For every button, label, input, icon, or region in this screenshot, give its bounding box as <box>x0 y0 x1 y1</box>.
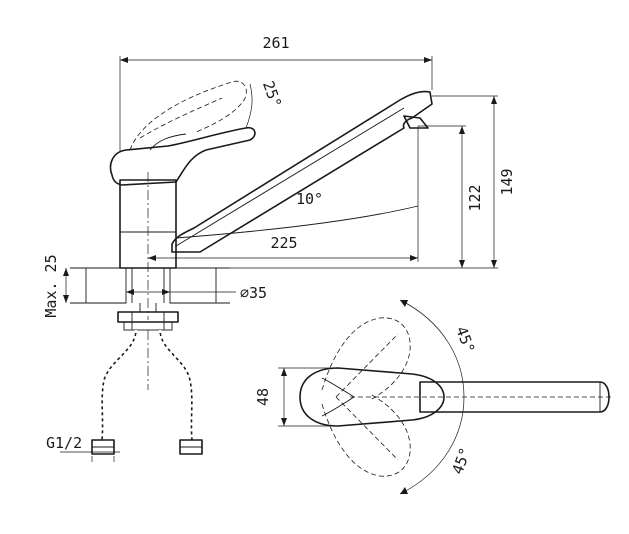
dimension-outlet-height: 122 <box>418 125 484 268</box>
dimension-spout-reach: 225 <box>148 126 419 262</box>
top-handle-rotated <box>321 317 411 477</box>
label-total-height: 149 <box>498 168 516 195</box>
label-spout-reach: 225 <box>270 234 297 252</box>
rotation-arc <box>399 299 465 495</box>
dimension-overall-length: 261 <box>119 34 433 152</box>
countertop-section <box>70 267 230 304</box>
label-overall-length: 261 <box>262 34 289 52</box>
top-handle <box>299 367 445 427</box>
label-connection-thread: G1/2 <box>46 434 82 452</box>
label-rotation-down: 45° <box>448 445 474 477</box>
faucet-body <box>119 172 177 320</box>
dimension-max-thickness: Max. 25 <box>42 254 69 318</box>
label-hole-diameter: ∅35 <box>240 284 267 302</box>
spout <box>171 90 433 253</box>
mounting-nut <box>117 311 179 331</box>
label-max-thickness: Max. 25 <box>42 254 60 317</box>
spout-angle-arc <box>175 205 419 239</box>
dimension-connection-thread: G1/2 <box>46 434 120 462</box>
top-spout <box>350 381 612 413</box>
label-lever-tilt: 25° <box>259 78 285 110</box>
side-view: 261 25° 10° 225 122 <box>42 34 516 462</box>
label-spout-angle: 10° <box>296 190 323 208</box>
flexible-hoses <box>100 329 194 441</box>
top-view: 45° 45° 48 <box>254 299 612 495</box>
label-outlet-height: 122 <box>466 184 484 211</box>
dimension-hole-diameter: ∅35 <box>126 284 267 302</box>
dimension-body-width: 48 <box>254 367 340 427</box>
label-rotation-up: 45° <box>452 324 478 356</box>
dimension-total-height: 149 <box>216 95 516 269</box>
hose-fittings <box>91 439 203 455</box>
dimension-lever-tilt: 25° <box>245 78 285 129</box>
label-body-width: 48 <box>254 388 272 406</box>
lever-handle <box>109 80 256 186</box>
